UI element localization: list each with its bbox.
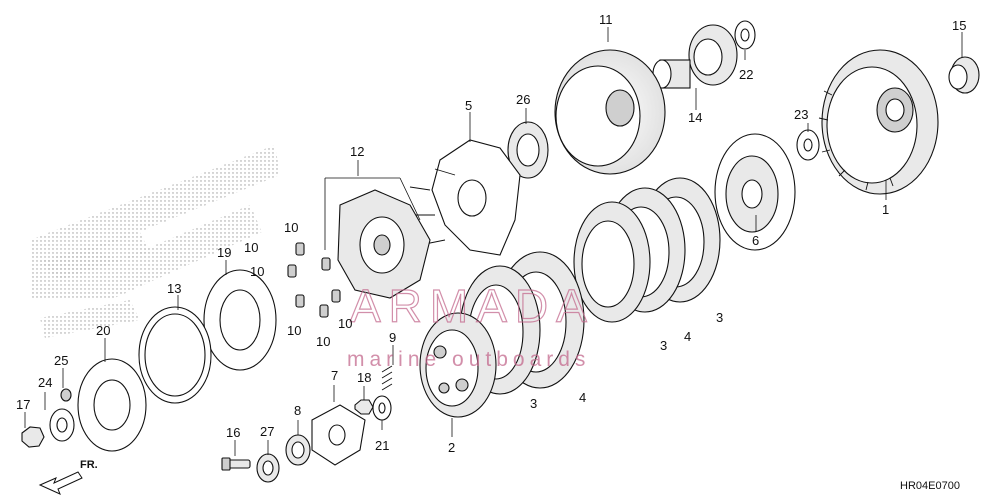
part-15-collar — [948, 56, 980, 94]
callout-label: 13 — [167, 281, 181, 296]
part-8-bearing — [285, 434, 311, 466]
callout-label: 2 — [448, 440, 455, 455]
callout-label: 14 — [688, 110, 702, 125]
callout-label: 27 — [260, 424, 274, 439]
callout-label: 22 — [739, 67, 753, 82]
callout-label: 3 — [530, 396, 537, 411]
callout-label: 3 — [660, 338, 667, 353]
front-arrow: FR. — [38, 459, 98, 495]
part-2-clutch-center — [419, 312, 497, 418]
part-14-gear — [652, 24, 738, 89]
callout-label: 17 — [16, 397, 30, 412]
part-19-plate — [203, 269, 277, 371]
callout-label: 12 — [350, 144, 364, 159]
part-24-washer — [49, 408, 75, 442]
callout-label: 19 — [217, 245, 231, 260]
callout-label: 6 — [752, 233, 759, 248]
part-9-spring — [381, 365, 393, 391]
part-20-cover-plate — [77, 358, 147, 452]
callout-label: 25 — [54, 353, 68, 368]
callout-labels: 1 2 3 3 3 4 4 5 6 7 8 9 10 10 10 10 10 1… — [16, 12, 966, 455]
part-27-bearing — [256, 453, 280, 483]
watermark-sub: marine outboards — [347, 348, 590, 371]
callout-label: 16 — [226, 425, 240, 440]
part-11-clutch-drum — [554, 49, 666, 175]
callout-label: 26 — [516, 92, 530, 107]
part-7-lifter-plate — [311, 404, 366, 466]
part-26-one-way-clutch — [507, 121, 549, 179]
callout-label: 10 — [338, 316, 352, 331]
watermark: ARMADA marine outboards — [347, 279, 595, 371]
callout-label: 18 — [357, 370, 371, 385]
front-arrow-label: FR. — [80, 459, 98, 471]
callout-label: 15 — [952, 18, 966, 33]
part-17-nut — [21, 426, 45, 448]
callout-label: 4 — [579, 390, 586, 405]
part-21-washer — [372, 395, 392, 421]
callout-label: 20 — [96, 323, 110, 338]
callout-label: 10 — [316, 334, 330, 349]
callout-label: 10 — [284, 220, 298, 235]
part-13-ring — [138, 306, 212, 404]
callout-label: 24 — [38, 375, 52, 390]
callout-label: 8 — [294, 403, 301, 418]
callout-label: 11 — [599, 12, 613, 27]
callout-label: 9 — [389, 330, 396, 345]
callout-label: 21 — [375, 438, 389, 453]
callout-label: 10 — [287, 323, 301, 338]
part-6-pressure-plate — [714, 133, 796, 251]
callout-label: 5 — [465, 98, 472, 113]
part-10-springs — [287, 242, 341, 318]
wing-logo-background — [30, 145, 280, 338]
part-12-weight-assembly — [324, 177, 431, 299]
callout-label: 7 — [331, 368, 338, 383]
callout-label: 10 — [244, 240, 258, 255]
part-25-small-nut — [60, 388, 72, 402]
leader-lines — [24, 27, 963, 456]
part-22-washer — [734, 20, 756, 50]
part-23-washer — [796, 129, 820, 161]
part-5-drive-plate — [409, 139, 521, 256]
callout-label: 1 — [882, 202, 889, 217]
callout-label: 3 — [716, 310, 723, 325]
callout-label: 10 — [250, 264, 264, 279]
part-16-bolt — [221, 457, 251, 471]
callout-label: 4 — [684, 329, 691, 344]
callout-label: 23 — [794, 107, 808, 122]
diagram-code: HR04E0700 — [900, 480, 960, 492]
watermark-main: ARMADA — [350, 280, 595, 332]
part-18-nut — [354, 399, 374, 415]
part-1-clutch-outer — [818, 49, 939, 195]
